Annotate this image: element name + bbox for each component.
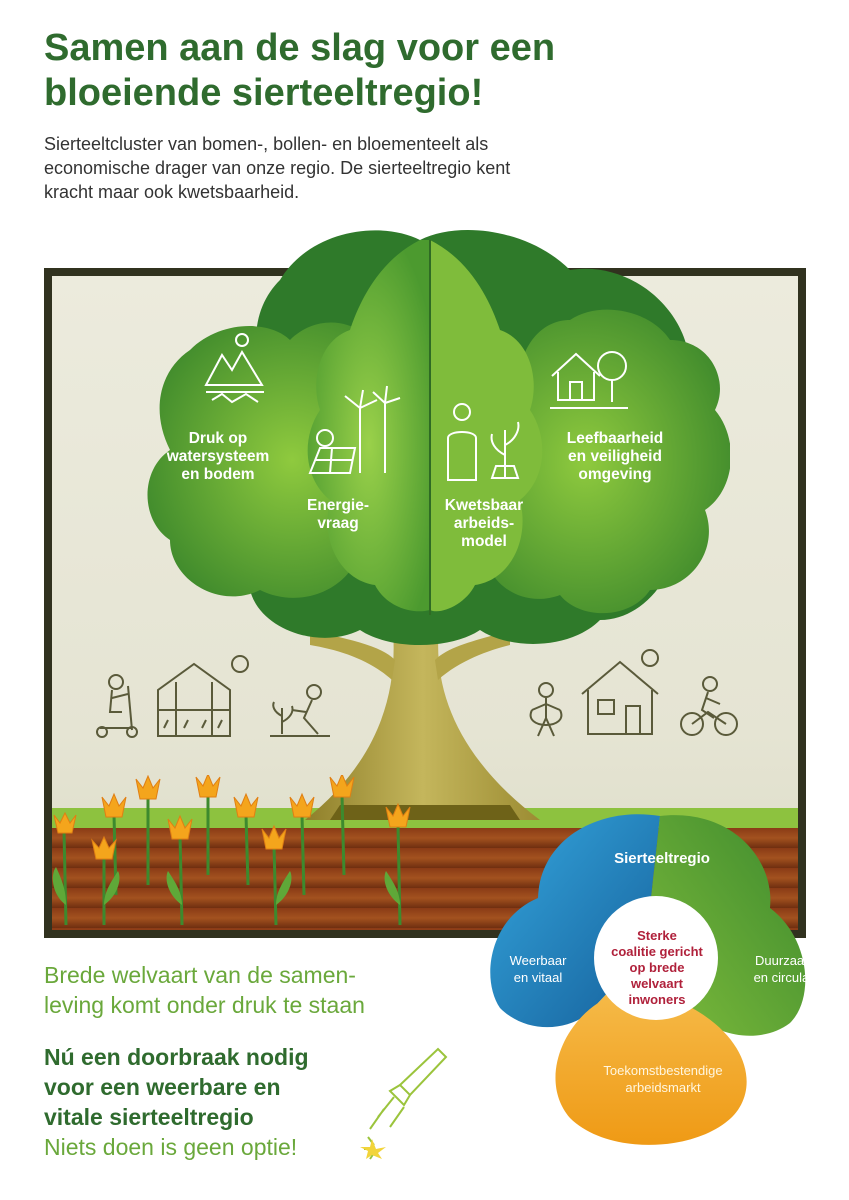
cluster-title: Sierteeltregio: [614, 850, 710, 867]
mountains-cracked-earth-icon: [204, 333, 264, 404]
tulip-field: [52, 775, 411, 926]
cluster-label-right: Duurzaam en circulair: [753, 953, 817, 985]
cluster-label-left: Weerbaar en vitaal: [509, 953, 567, 985]
tree-illustration: [147, 230, 730, 820]
canopy-center-right: [430, 240, 543, 612]
intro-text: Sierteeltcluster van bomen-, bollen- en …: [44, 134, 511, 202]
cyclist-icon: [680, 676, 738, 736]
cluster-petal-orange: [555, 953, 747, 1145]
cluster-diagram: [490, 814, 806, 1145]
worker-plant-icon: [447, 403, 520, 481]
jump-rope-icon: [529, 682, 563, 737]
tulip-leaves: [52, 867, 400, 905]
cluster-label-bottom: Toekomstbestendige arbeidsmarkt: [603, 1063, 723, 1095]
gardener-icon: [270, 684, 330, 737]
tulip-stems: [62, 794, 402, 926]
scooter-rider-icon: [96, 674, 138, 738]
canopy-center-left: [307, 240, 430, 612]
page-title: Samen aan de slag voor een bloeiende sie…: [44, 27, 556, 114]
house-tree-icon: [550, 351, 628, 409]
branch-label-work: Kwetsbaar arbeids- model: [444, 497, 524, 550]
wind-solar-icon: [308, 385, 401, 474]
greenhouse-icon: [157, 655, 249, 737]
tree-root-shadow: [330, 805, 520, 820]
welvaart-text: Brede welvaart van de samen- leving komt…: [44, 962, 365, 1018]
tulip-flowers: [53, 775, 411, 860]
doorbraak-heading: Nú een doorbraak nodig voor een weerbare…: [44, 1044, 309, 1130]
firework-rocket-icon: [360, 1047, 448, 1160]
tree-trunk: [305, 620, 540, 820]
branch-label-water: Druk op watersysteem en bodem: [166, 430, 270, 483]
cluster-center-circle: [594, 896, 718, 1020]
niets-doen-text: Niets doen is geen optie!: [44, 1134, 298, 1160]
house-icon: [581, 649, 659, 735]
cluster-center-text: Sterke coalitie gericht op brede welvaar…: [611, 928, 703, 1007]
branch-label-energy: Energie- vraag: [306, 497, 369, 532]
branch-label-livability: Leefbaarheid en veiligheid omgeving: [566, 430, 664, 483]
